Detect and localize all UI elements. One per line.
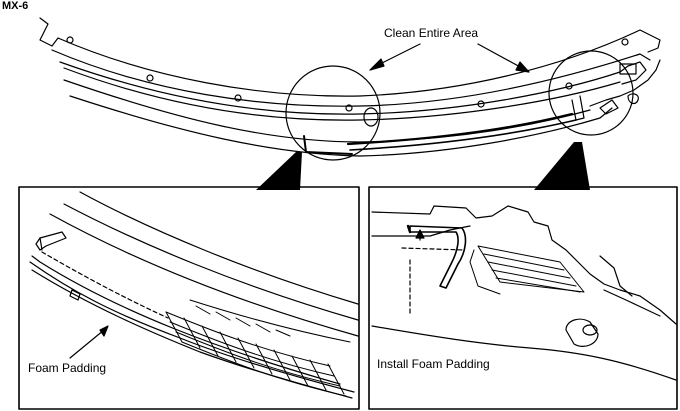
model-label: MX-6	[2, 0, 29, 12]
cowl-grille-right	[469, 245, 585, 295]
right-detail-panel	[368, 186, 678, 410]
left-detail-panel	[18, 186, 360, 410]
zoom-pointer-right	[534, 142, 590, 190]
clean-entire-area-label: Clean Entire Area	[384, 26, 479, 40]
cowl-panel-overview	[39, 17, 661, 161]
detail-circle-left	[285, 65, 381, 161]
detail-circle-right	[548, 50, 634, 136]
install-foam-padding-label: Install Foam Padding	[377, 357, 490, 371]
callout-arrows-top	[369, 43, 530, 73]
zoom-pointer-left	[256, 152, 302, 190]
foam-padding-label: Foam Padding	[28, 361, 107, 375]
cowl-grille-left	[165, 299, 351, 397]
